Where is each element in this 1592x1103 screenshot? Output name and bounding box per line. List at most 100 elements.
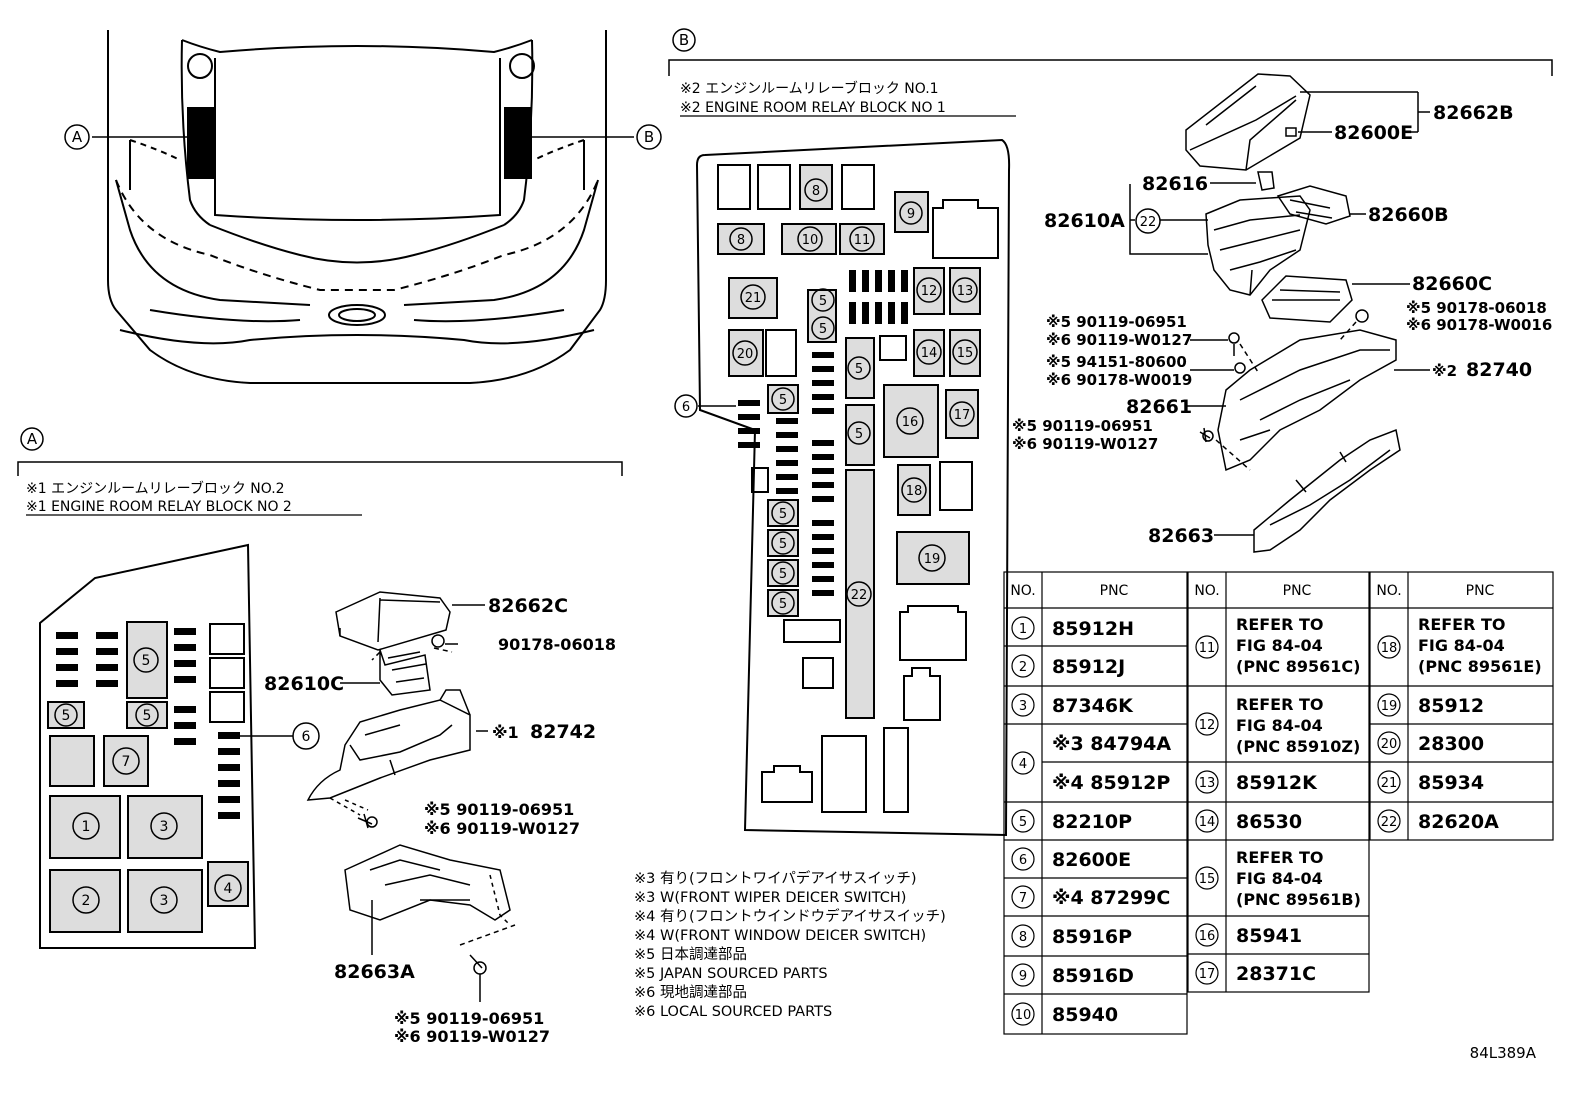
table-pnc-7: ※4 87299C xyxy=(1052,887,1170,909)
part-b-clip-b: ※6 90178-W0019 xyxy=(1046,371,1192,389)
table-no-11: 11 xyxy=(1199,641,1216,656)
table-pnc-20: 28300 xyxy=(1418,733,1484,755)
table-header-pnc-3: PNC xyxy=(1466,583,1495,599)
part-a-bolt-1b: ※6 90119-W0127 xyxy=(424,819,580,838)
block-b-label-19: 19 xyxy=(924,552,941,567)
table-pnc-17: 28371C xyxy=(1236,963,1316,985)
table-header-pnc-2: PNC xyxy=(1283,583,1312,599)
car-front-view xyxy=(92,30,634,384)
block-b-marker-15 xyxy=(952,339,978,365)
table-no-22: 22 xyxy=(1381,815,1398,830)
table-ref-11-l1: REFER TO xyxy=(1236,615,1324,634)
table-pnc-4a: ※3 84794A xyxy=(1052,733,1171,755)
block-a-label-2: 2 xyxy=(82,893,91,909)
table-pnc-6: 82600E xyxy=(1052,849,1131,871)
table-no-10: 10 xyxy=(1015,1008,1032,1023)
table-ref-18-l3: (PNC 89561E) xyxy=(1418,657,1542,676)
part-82610c: 82610C xyxy=(264,673,344,695)
section-b-exploded-parts xyxy=(1129,73,1430,553)
table-ref-11-l3: (PNC 89561C) xyxy=(1236,657,1360,676)
block-b-label-12: 12 xyxy=(921,284,938,299)
table-pnc-5: 82210P xyxy=(1052,811,1132,833)
table-pnc-16: 85941 xyxy=(1236,925,1302,947)
section-a-title-en: ※1 ENGINE ROOM RELAY BLOCK NO 2 xyxy=(26,499,292,515)
block-b-marker-5c xyxy=(847,356,871,380)
block-b-marker-16 xyxy=(896,407,924,435)
block-a-marker-5b xyxy=(54,703,78,727)
part-b-clip-a: ※5 94151-80600 xyxy=(1046,353,1187,371)
part-82742-mark: ※1 xyxy=(492,723,519,742)
callout-b-marker xyxy=(636,124,662,150)
table-no-13: 13 xyxy=(1199,776,1216,791)
block-a-marker-2 xyxy=(72,886,100,914)
table-header-no-2: NO. xyxy=(1194,583,1219,599)
table-no-20: 20 xyxy=(1381,737,1398,752)
table-pnc-2: 85912J xyxy=(1052,656,1125,678)
table-pnc-21: 85934 xyxy=(1418,772,1484,794)
block-b-label-5c: 5 xyxy=(855,362,863,377)
table-no-16: 16 xyxy=(1199,929,1216,944)
table-ref-11-l2: FIG 84-04 xyxy=(1236,636,1323,655)
block-b-label-5f: 5 xyxy=(779,507,787,522)
block-b-label-13: 13 xyxy=(957,284,974,299)
block-a-label-1: 1 xyxy=(82,819,91,835)
part-b-nut-b: ※6 90178-W0016 xyxy=(1406,316,1552,334)
note-8: ※6 LOCAL SOURCED PARTS xyxy=(634,1004,832,1020)
part-82740: 82740 xyxy=(1466,359,1532,381)
table-ref-12-l2: FIG 84-04 xyxy=(1236,716,1323,735)
relay-block-no2 xyxy=(39,543,257,949)
block-b-marker-13 xyxy=(952,277,978,303)
part-b-nut-a: ※5 90178-06018 xyxy=(1406,299,1547,317)
part-82740-mark: ※2 xyxy=(1432,362,1457,380)
table-no-9: 9 xyxy=(1019,969,1027,984)
block-b-marker-14 xyxy=(916,339,942,365)
part-82610a: 82610A xyxy=(1044,210,1125,232)
part-82661: 82661 xyxy=(1126,396,1192,418)
block-b-label-16: 16 xyxy=(902,415,919,430)
part-b-bolt-1b: ※6 90119-W0127 xyxy=(1046,331,1192,349)
part-82742: 82742 xyxy=(530,721,596,743)
block-b-marker-5i xyxy=(771,591,795,615)
table-ref-12-l1: REFER TO xyxy=(1236,695,1324,714)
part-b-bolt-2b: ※6 90119-W0127 xyxy=(1012,435,1158,453)
callout-a-marker xyxy=(64,124,90,150)
block-b-marker-5b xyxy=(811,316,835,340)
table-no-14: 14 xyxy=(1199,815,1216,830)
section-b-marker xyxy=(672,28,696,52)
block-b-label-17: 17 xyxy=(954,408,971,423)
block-a-marker-4 xyxy=(214,874,242,902)
section-b-label: B xyxy=(679,31,689,49)
block-b-marker-5d xyxy=(771,387,795,411)
note-7: ※6 現地調達部品 xyxy=(634,984,747,1001)
block-b-label-5e: 5 xyxy=(855,427,863,442)
block-b-marker-11 xyxy=(849,226,875,252)
table-header-pnc-1: PNC xyxy=(1100,583,1129,599)
note-4: ※4 W(FRONT WINDOW DEICER SWITCH) xyxy=(634,928,926,944)
table-ref-18-l2: FIG 84-04 xyxy=(1418,636,1505,655)
part-82616: 82616 xyxy=(1142,173,1208,195)
table-no-17: 17 xyxy=(1199,967,1216,982)
block-a-marker-7 xyxy=(112,747,140,775)
block-b-marker-21 xyxy=(740,284,766,310)
block-b-label-15: 15 xyxy=(957,346,974,361)
table-header-no-1: NO. xyxy=(1010,583,1035,599)
table-no-2: 2 xyxy=(1019,660,1027,675)
section-a-title-jp: ※1 エンジンルームリレーブロック NO.2 xyxy=(26,480,285,497)
part-82660c: 82660C xyxy=(1412,273,1492,295)
section-b-title-en: ※2 ENGINE ROOM RELAY BLOCK NO 1 xyxy=(680,100,946,116)
block-b-marker-5a xyxy=(811,288,835,312)
section-a-exploded-parts xyxy=(306,591,516,1002)
block-a-label-6: 6 xyxy=(302,729,311,745)
section-a-label: A xyxy=(27,430,38,448)
table-pnc-1: 85912H xyxy=(1052,618,1134,640)
table-no-7: 7 xyxy=(1019,891,1027,906)
block-b-label-9: 9 xyxy=(907,207,915,222)
table-header-no-3: NO. xyxy=(1376,583,1401,599)
block-a-marker-5c xyxy=(135,703,159,727)
part-82663a: 82663A xyxy=(334,961,415,983)
block-b-label-10: 10 xyxy=(802,233,819,248)
section-b-title-jp: ※2 エンジンルームリレーブロック NO.1 xyxy=(680,80,939,97)
block-b-label-21: 21 xyxy=(745,291,762,306)
block-b-marker-10 xyxy=(797,226,823,252)
